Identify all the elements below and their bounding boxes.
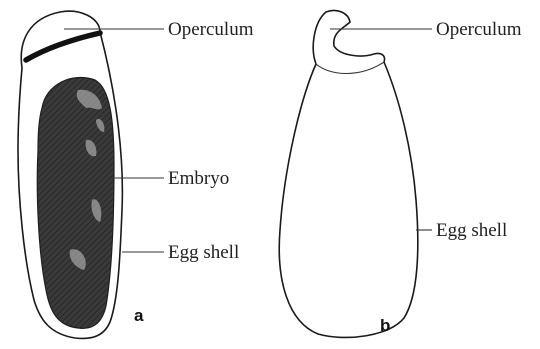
panel-a: Operculum Embryo Egg shell a (18, 11, 254, 338)
panel-letter-a: a (134, 306, 144, 325)
label-embryo-a: Embryo (168, 168, 229, 189)
embryo (37, 78, 114, 329)
operculum-cap (313, 10, 384, 64)
panel-b: Operculum Egg shell b (279, 10, 521, 337)
panel-letter-b: b (380, 316, 390, 335)
label-operculum-b: Operculum (436, 19, 522, 40)
label-eggshell-b: Egg shell (436, 220, 507, 241)
egg-shell-b (279, 62, 418, 337)
label-eggshell-a: Egg shell (168, 242, 239, 263)
label-operculum-a: Operculum (168, 19, 254, 40)
